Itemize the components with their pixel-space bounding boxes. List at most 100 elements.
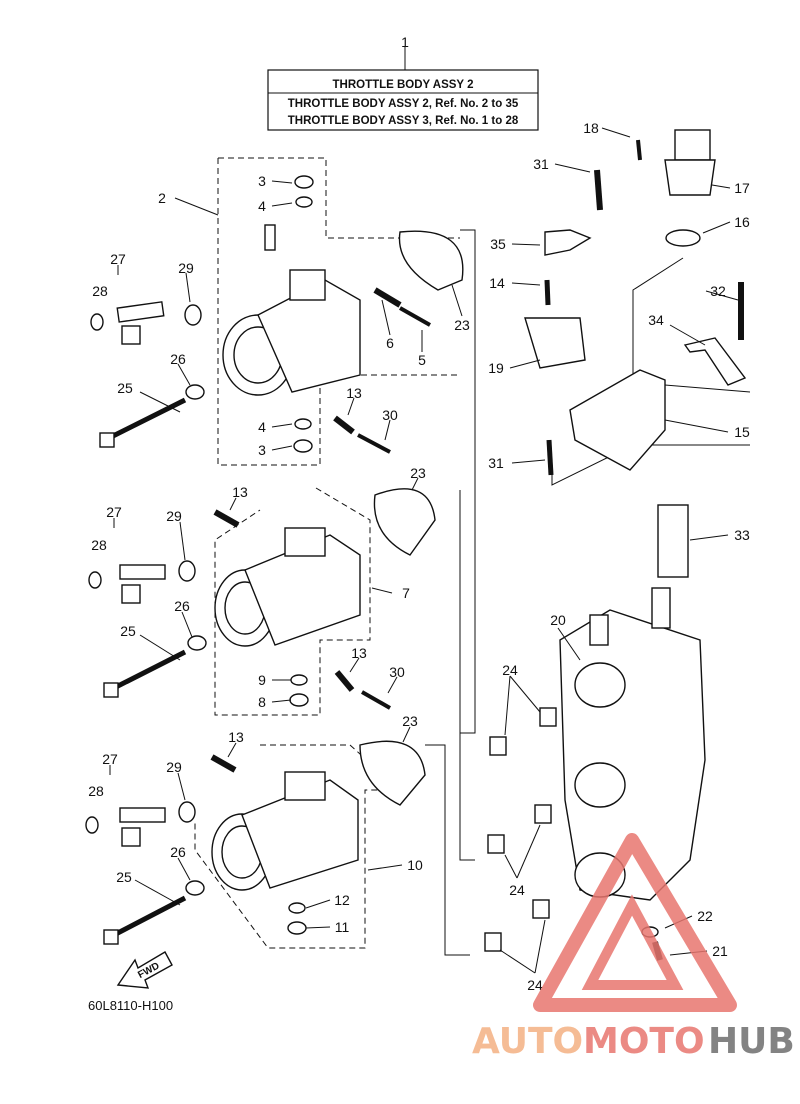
- callout-number: 31: [488, 455, 504, 471]
- throttle-body-2: [88, 488, 436, 710]
- callout-leader-line: [177, 363, 191, 386]
- callout-number: 4: [258, 198, 266, 214]
- callout-leaders: [109, 127, 739, 974]
- sensor-and-manifold-group: [484, 129, 747, 961]
- callout-number: 1: [401, 34, 409, 50]
- callout-leader-line: [504, 675, 511, 736]
- callout-leader-line: [271, 423, 293, 428]
- callout-number: 7: [402, 585, 410, 601]
- watermark-part-1: AUTO: [472, 1021, 583, 1062]
- callout-leader-line: [499, 949, 536, 974]
- callout-leader-line: [174, 197, 219, 216]
- callout-number: 29: [166, 759, 182, 775]
- callout-number: 26: [170, 351, 186, 367]
- callout-leader-line: [705, 290, 739, 301]
- callout-number: 15: [734, 424, 750, 440]
- callout-leader-line: [711, 184, 731, 189]
- callout-number: 13: [346, 385, 362, 401]
- callout-number: 13: [228, 729, 244, 745]
- callout-leader-line: [179, 521, 186, 561]
- callout-number: 5: [418, 352, 426, 368]
- callout-leader-line: [411, 477, 419, 491]
- callout-number: 27: [110, 251, 126, 267]
- callout-number: 31: [533, 156, 549, 172]
- callout-leader-line: [371, 587, 393, 594]
- callout-leader-line: [554, 163, 591, 173]
- watermark-logo: AUTO MOTO HUB: [472, 833, 795, 1062]
- callout-number: 8: [258, 694, 266, 710]
- callout-number: 21: [712, 943, 728, 959]
- callout-leader-line: [384, 419, 391, 441]
- callout-number: 13: [232, 484, 248, 500]
- callout-leader-line: [601, 127, 631, 138]
- callout-number: 27: [102, 751, 118, 767]
- callout-number: 24: [502, 662, 518, 678]
- callout-leader-line: [381, 299, 391, 336]
- callout-number: 24: [527, 977, 543, 993]
- callout-number: 18: [583, 120, 599, 136]
- diagram-code: 60L8110-H100: [88, 998, 173, 1013]
- callout-number: 2: [158, 190, 166, 206]
- callout-leader-line: [511, 243, 541, 246]
- callout-leader-line: [504, 854, 518, 879]
- callout-leader-line: [139, 391, 181, 413]
- callout-number: 17: [734, 180, 750, 196]
- callout-number: 4: [258, 419, 266, 435]
- callout-number: 11: [335, 919, 350, 935]
- callout-number: 26: [174, 598, 190, 614]
- callout-number: 35: [490, 236, 506, 252]
- callout-leader-line: [229, 497, 237, 511]
- callout-leader-line: [367, 864, 403, 871]
- callout-number: 23: [402, 713, 418, 729]
- callout-number: 10: [407, 857, 423, 873]
- callout-leader-line: [271, 202, 293, 207]
- callout-leader-line: [177, 772, 186, 801]
- callout-leader-line: [702, 221, 731, 234]
- title-line-2: THROTTLE BODY ASSY 2, Ref. No. 2 to 35: [288, 98, 519, 110]
- throttle-body-1: [90, 175, 464, 454]
- callout-leader-line: [185, 272, 191, 303]
- callout-number: 30: [389, 664, 405, 680]
- callout-number: 27: [106, 504, 122, 520]
- callout-number: 28: [92, 283, 108, 299]
- callout-number: 12: [334, 892, 350, 908]
- callout-leader-line: [511, 459, 546, 464]
- callout-number: 23: [454, 317, 470, 333]
- watermark-part-2: MOTO: [583, 1021, 705, 1062]
- callout-leader-line: [509, 675, 541, 713]
- callout-leader-line: [402, 726, 411, 743]
- callout-leader-line: [271, 699, 292, 703]
- callout-leader-line: [271, 180, 293, 184]
- callout-leader-line: [305, 926, 331, 929]
- callout-leader-line: [516, 824, 541, 879]
- callout-leader-line: [347, 397, 355, 416]
- callout-leader-line: [664, 419, 729, 433]
- callout-leader-line: [349, 657, 360, 673]
- callout-leader-line: [511, 282, 541, 286]
- callout-leader-line: [134, 879, 181, 906]
- callout-number: 29: [166, 508, 182, 524]
- callout-number: 32: [710, 283, 726, 299]
- callout-leader-line: [271, 445, 293, 451]
- title-box: THROTTLE BODY ASSY 2 THROTTLE BODY ASSY …: [267, 47, 539, 131]
- callout-number: 19: [488, 360, 504, 376]
- callout-number: 25: [120, 623, 136, 639]
- callout-number: 6: [386, 335, 394, 351]
- fwd-arrow-icon: FWD: [116, 951, 173, 989]
- callout-leader-line: [509, 359, 541, 369]
- callout-number: 20: [550, 612, 566, 628]
- callout-leader-line: [305, 899, 331, 909]
- callout-number: 26: [170, 844, 186, 860]
- callout-number: 22: [697, 908, 713, 924]
- callout-leader-line: [557, 627, 581, 661]
- callout-number: 28: [88, 783, 104, 799]
- callout-leader-line: [227, 742, 237, 758]
- title-heading: THROTTLE BODY ASSY 2: [332, 79, 473, 91]
- throttle-body-3: [85, 740, 426, 945]
- callout-number: 34: [648, 312, 664, 328]
- callout-leader-line: [689, 534, 729, 541]
- callout-number: 16: [734, 214, 750, 230]
- callout-number: 14: [489, 275, 505, 291]
